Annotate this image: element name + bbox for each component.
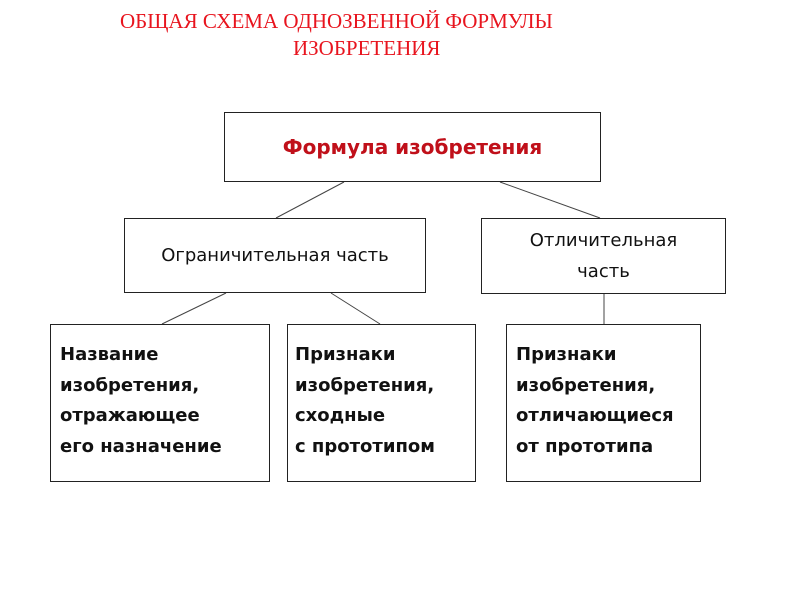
- restrictive-part-label: Ограничительная часть: [161, 240, 389, 271]
- distinctive-part-label: Отличительная часть: [509, 225, 699, 287]
- similar-features-label: Признаки изобретения, сходные с прототип…: [295, 340, 475, 462]
- restrictive-part-box: Ограничительная часть: [124, 218, 426, 293]
- connector-restrictive-similar: [331, 293, 380, 324]
- distinguishing-features-box: Признаки изобретения, отличающиеся от пр…: [506, 324, 701, 482]
- formula-label: Формула изобретения: [283, 135, 542, 159]
- distinguishing-features-label: Признаки изобретения, отличающиеся от пр…: [516, 340, 700, 462]
- connector-root-restrictive: [276, 182, 344, 218]
- distinctive-part-box: Отличительная часть: [481, 218, 726, 294]
- invention-name-box: Название изобретения, отражающее его наз…: [50, 324, 270, 482]
- connector-restrictive-name: [162, 293, 226, 324]
- similar-features-box: Признаки изобретения, сходные с прототип…: [287, 324, 476, 482]
- formula-box: Формула изобретения: [224, 112, 601, 182]
- connector-root-distinctive: [500, 182, 600, 218]
- invention-name-label: Название изобретения, отражающее его наз…: [60, 340, 269, 462]
